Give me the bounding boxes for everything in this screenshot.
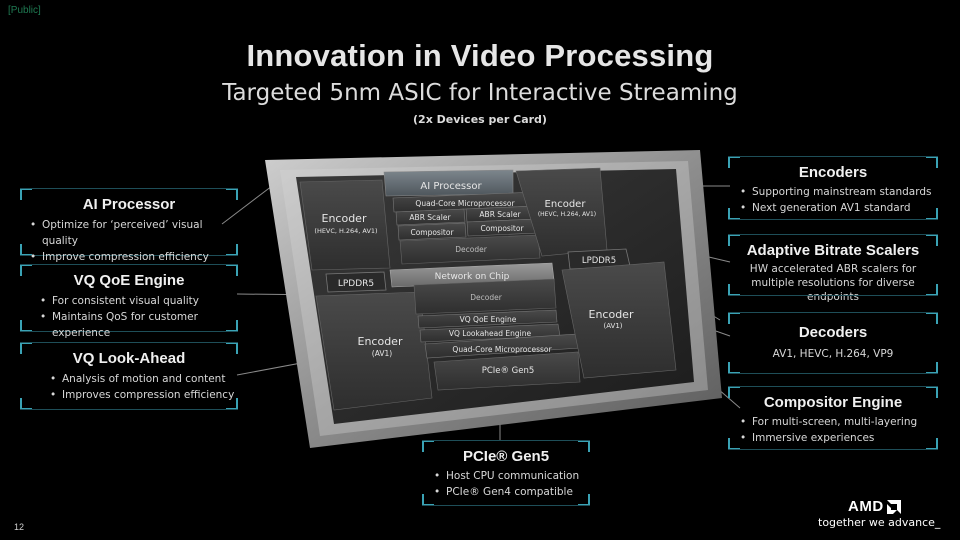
- callout-decoders: Decoders AV1, HEVC, H.264, VP9: [728, 312, 938, 374]
- label-encoder-bl-sub: (AV1): [372, 349, 392, 358]
- callout-abr: Adaptive Bitrate Scalers HW accelerated …: [728, 234, 938, 303]
- tagline: together we advance_: [818, 516, 941, 529]
- brand-name: AMD: [848, 498, 884, 515]
- callout-vq-qoe-bullet: For consistent visual quality: [38, 293, 238, 309]
- callout-encoders: Encoders Supporting mainstream standards…: [728, 156, 938, 220]
- callout-abr-title: Adaptive Bitrate Scalers: [746, 242, 920, 259]
- label-encoder-bl: Encoder: [358, 335, 403, 348]
- label-encoder-br: Encoder: [589, 308, 634, 321]
- callout-ai-processor: AI Processor Optimize for ‘perceived’ vi…: [20, 188, 238, 265]
- callout-vq-qoe-title: VQ QoE Engine: [73, 272, 185, 289]
- callout-abr-text: HW accelerated ABR scalers for multiple …: [749, 263, 917, 303]
- callout-pcie: PCIe® Gen5 Host CPU communication PCIe® …: [422, 440, 590, 506]
- callout-vq-qoe: VQ QoE Engine For consistent visual qual…: [20, 264, 238, 339]
- label-encoder-tl: Encoder: [322, 212, 367, 225]
- label-quad-core-bottom: Quad-Core Microprocessor: [452, 345, 552, 354]
- page-number: 12: [14, 522, 25, 532]
- callout-vq-lookahead-bullet: Analysis of motion and content: [48, 371, 238, 387]
- callout-ai-processor-bullet: Improve compression efficiency: [28, 249, 238, 265]
- label-compositor-2: Compositor: [480, 224, 524, 233]
- amd-logo: AMD together we advance_: [812, 498, 942, 529]
- label-abr-scaler-2: ABR Scaler: [479, 210, 521, 219]
- callout-vq-lookahead: VQ Look-Ahead Analysis of motion and con…: [20, 342, 238, 410]
- callout-pcie-bullet: Host CPU communication: [432, 468, 590, 484]
- label-noc: Network on Chip: [435, 272, 510, 282]
- callout-ai-processor-bullet: Optimize for ‘perceived’ visual quality: [28, 217, 238, 249]
- callout-encoders-bullet: Supporting mainstream standards: [738, 184, 938, 200]
- label-encoder-tr: Encoder: [545, 199, 587, 210]
- label-quad-core-top: Quad-Core Microprocessor: [415, 199, 515, 208]
- callout-pcie-title: PCIe® Gen5: [462, 448, 550, 465]
- block-encoder-bl: [315, 291, 433, 411]
- slide-title: Innovation in Video Processing: [246, 38, 714, 73]
- slide-subtitle: Targeted 5nm ASIC for Interactive Stream…: [222, 80, 738, 106]
- callout-vq-lookahead-bullet: Improves compression efficiency: [48, 387, 238, 403]
- block-encoder-tl: [299, 179, 391, 271]
- label-ai-processor: AI Processor: [420, 181, 482, 192]
- callout-compositor-title: Compositor Engine: [763, 394, 903, 411]
- callout-vq-qoe-bullet: Maintains QoS for customer experience: [38, 309, 238, 341]
- callout-decoders-title: Decoders: [798, 324, 868, 341]
- callout-compositor-bullet: Immersive experiences: [738, 430, 938, 446]
- callout-compositor: Compositor Engine For multi-screen, mult…: [728, 386, 938, 450]
- label-compositor-1: Compositor: [410, 228, 454, 237]
- callout-compositor-bullet: For multi-screen, multi-layering: [738, 414, 938, 430]
- label-encoder-br-sub: (AV1): [603, 322, 622, 330]
- callout-encoders-title: Encoders: [798, 164, 868, 181]
- label-pcie: PCIe® Gen5: [482, 366, 535, 376]
- callout-decoders-text: AV1, HEVC, H.264, VP9: [772, 348, 894, 360]
- label-abr-scaler-1: ABR Scaler: [409, 213, 451, 222]
- amd-arrow-icon: [886, 499, 901, 514]
- label-lpddr5-left: LPDDR5: [338, 279, 374, 289]
- label-lpddr5-right: LPDDR5: [582, 256, 616, 266]
- callout-vq-lookahead-title: VQ Look-Ahead: [72, 350, 186, 367]
- block-lpddr5-left: [325, 271, 387, 293]
- label-encoder-tr-sub: (HEVC, H.264, AV1): [538, 211, 596, 218]
- label-vq-qoe: VQ QoE Engine: [460, 315, 517, 324]
- block-pcie: [433, 351, 581, 391]
- block-encoder-br: [561, 261, 677, 379]
- label-decoder-mid: Decoder: [470, 293, 502, 302]
- callout-ai-processor-title: AI Processor: [82, 196, 176, 213]
- label-encoder-tl-sub: (HEVC, H.264, AV1): [314, 227, 377, 235]
- classification-label: [Public]: [8, 5, 41, 16]
- label-decoder-top: Decoder: [455, 245, 487, 254]
- callout-pcie-bullet: PCIe® Gen4 compatible: [432, 484, 590, 500]
- slide-note: (2x Devices per Card): [413, 113, 547, 126]
- callout-encoders-bullet: Next generation AV1 standard: [738, 200, 938, 216]
- label-vq-lookahead: VQ Lookahead Engine: [449, 329, 532, 338]
